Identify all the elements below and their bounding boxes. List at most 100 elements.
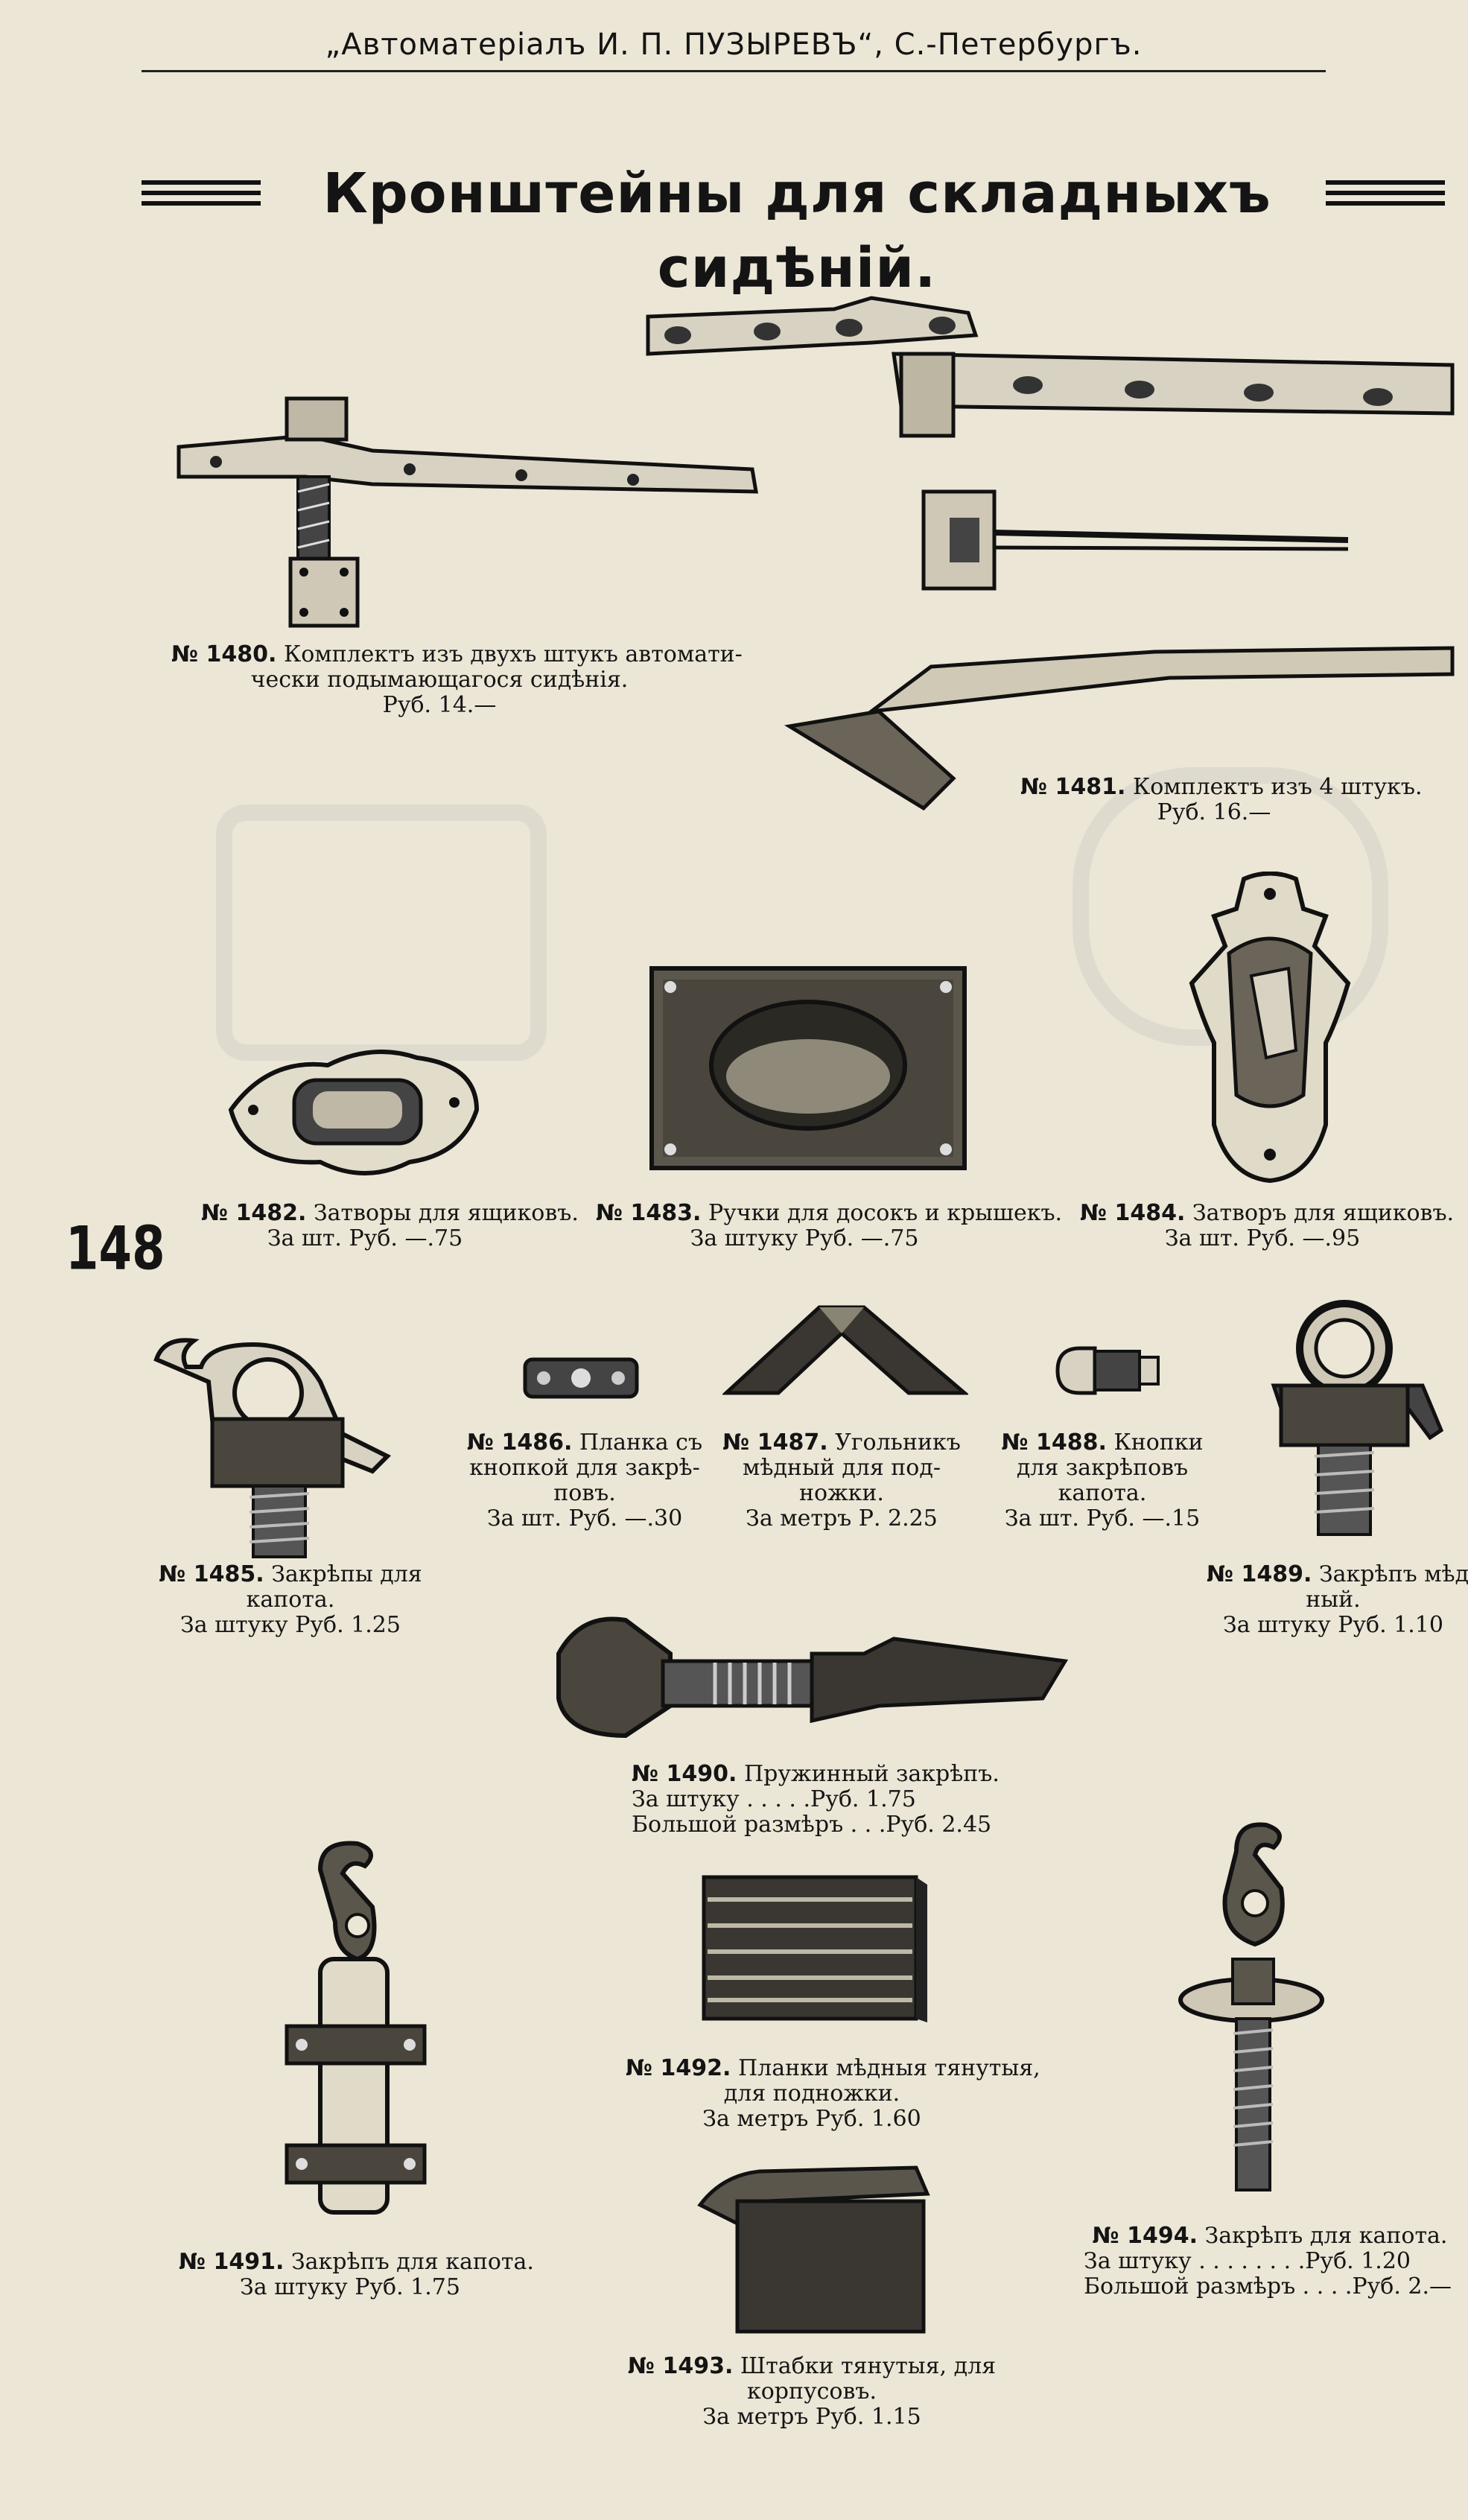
recessed-handle-1483-illustration [648,965,968,1173]
seat-bracket-1480-illustration [171,380,767,633]
item-number: № 1480. [171,641,277,667]
item-number: № 1493. [627,2353,734,2379]
item-description: Комплектъ изъ двухъ штукъ автомати- [283,641,743,667]
hood-fastener-1491-illustration [276,1840,439,2227]
item-number: № 1483. [596,1200,702,1226]
item-description: ножки. [799,1480,884,1506]
item-description: Штабки тянутыя, для [740,2353,997,2379]
item-description: Затворъ для ящиковъ. [1192,1200,1455,1226]
price-label: Большой размѣръ . . . . [1084,2273,1353,2300]
drawn-trim-1493-illustration [693,2164,931,2335]
hood-fastener-1494-illustration [1169,1821,1333,2209]
item-description: Затворы для ящиковъ. [313,1200,579,1226]
price-value: Руб. 1.20 [1305,2248,1411,2274]
item-number: № 1494. [1092,2223,1198,2249]
item-price: За шт. Руб. —.15 [1004,1505,1201,1532]
corner-angle-1487-illustration [722,1300,968,1404]
item-description: Планки мѣдныя тянутыя, [737,2055,1040,2081]
item-number: № 1490. [632,1761,737,1787]
caption-1494: № 1494. Закрѣпъ для капота. За штуку . .… [1084,2224,1456,2300]
item-description: капота. [1058,1480,1147,1506]
price-row-large: Большой размѣръ . . .Руб. 2.45 [632,1812,992,1838]
item-price: За штуку Руб. —.75 [690,1225,919,1251]
item-description: кнопкой для закрѣ- [469,1455,700,1481]
ghost-print [216,804,547,1061]
item-price: За метръ Р. 2.25 [746,1505,938,1532]
caption-1485: № 1485. Закрѣпы для капота. За штуку Руб… [156,1562,425,1638]
item-price: Руб. 16.— [1157,799,1271,825]
item-number: № 1492. [626,2055,731,2081]
item-description: Комплектъ изъ 4 штукъ. [1132,774,1423,800]
caption-1481: № 1481. Комплектъ изъ 4 штукъ. Руб. 16.— [1020,774,1423,825]
price-value: Руб. 2.— [1352,2273,1452,2300]
caption-1484: № 1484. Затворъ для ящиковъ. За шт. Руб.… [1080,1200,1454,1251]
price-row-single: За штуку . . . . .Руб. 1.75 [632,1787,989,1812]
clasp-plate-1486-illustration [521,1356,641,1400]
item-number: № 1486. [466,1429,573,1456]
caption-1488: № 1488. Кнопки для закрѣповъ капота. За … [983,1430,1221,1532]
item-price: За шт. Руб. —.95 [1164,1225,1361,1251]
hood-fastener-1485-illustration [149,1337,395,1561]
price-value: Руб. 2.45 [886,1812,992,1838]
item-number: № 1485. [159,1561,264,1587]
title-rule-right [1326,180,1445,212]
brass-strip-1492-illustration [700,1870,931,2026]
button-stud-1488-illustration [1050,1341,1162,1400]
item-description: повъ. [553,1480,616,1506]
item-description: Закрѣпъ для капота. [1204,2223,1448,2249]
item-price: За метръ Руб. 1.60 [702,2106,921,2132]
item-description: корпусовъ. [746,2378,877,2405]
item-number: № 1491. [179,2249,285,2275]
item-description: Закрѣпъ для капота. [290,2249,534,2275]
item-description: для закрѣповъ [1016,1455,1189,1481]
item-description: Ручки для досокъ и крышекъ. [708,1200,1063,1226]
spring-fastener-1490-illustration [551,1609,1073,1758]
price-row-single: За штуку . . . . . . . .Руб. 1.20 [1084,2249,1456,2274]
caption-1489: № 1489. Закрѣпъ мѣд- ный. За штуку Руб. … [1207,1561,1468,1638]
seat-bracket-1481-illustration [633,294,1460,831]
item-number: № 1488. [1001,1429,1107,1456]
page-title: Кронштейны для складныхъ сидѣній. [322,162,1271,300]
item-description: капота. [246,1587,335,1613]
item-price: За штуку Руб. 1.10 [1223,1612,1443,1638]
item-description: Планка съ [579,1429,703,1456]
item-price: За штуку Руб. 1.75 [240,2274,460,2300]
caption-1490: № 1490. Пружинный закрѣпъ. За штуку . . … [632,1761,1000,1838]
caption-1487: № 1487. Угольникъ мѣдный для под- ножки.… [715,1430,968,1532]
caption-1493: № 1493. Штабки тянутыя, для корпусовъ. З… [626,2354,998,2430]
item-price: Руб. 14.— [382,692,497,718]
item-description: Закрѣпы для [271,1561,422,1587]
item-description: мѣдный для под- [743,1455,941,1481]
brass-fastener-1489-illustration [1259,1296,1445,1542]
item-description: Кнопки [1113,1429,1204,1456]
page-number: 148 [66,1214,165,1284]
item-price: За метръ Руб. 1.15 [702,2404,921,2430]
item-description: чески подымающагося сидѣнія. [250,667,629,693]
item-number: № 1487. [722,1429,828,1456]
item-description: Угольникъ [835,1429,961,1456]
item-number: № 1481. [1020,774,1126,800]
caption-1483: № 1483. Ручки для досокъ и крышекъ. За ш… [596,1200,1062,1251]
item-description: ный. [1306,1587,1361,1613]
item-description: для подножки. [723,2081,900,2107]
price-label: За штуку . . . . . [632,1786,811,1812]
caption-1480: № 1480. Комплектъ изъ двухъ штукъ автома… [171,641,743,718]
page-title-block: Кронштейны для складныхъ сидѣній. [134,149,1460,300]
box-latch-1482-illustration [223,1035,484,1192]
item-number: № 1484. [1080,1200,1186,1226]
title-rule-left [142,180,261,212]
caption-1486: № 1486. Планка съ кнопкой для закрѣ- пов… [462,1430,708,1532]
item-number: № 1482. [201,1200,307,1226]
item-price: За шт. Руб. —.75 [267,1225,463,1251]
item-description: Закрѣпъ мѣд- [1318,1561,1468,1587]
price-label: За штуку . . . . . . . . [1084,2248,1306,2274]
price-label: Большой размѣръ . . . [632,1812,886,1838]
item-description: Пружинный закрѣпъ. [743,1761,1000,1787]
caption-1482: № 1482. Затворы для ящиковъ. За шт. Руб.… [201,1200,579,1251]
item-number: № 1489. [1207,1561,1312,1587]
item-price: За штуку Руб. 1.25 [180,1612,401,1638]
box-latch-1484-illustration [1177,872,1363,1184]
caption-1491: № 1491. Закрѣпъ для капота. За штуку Руб… [179,2249,534,2300]
item-price: За шт. Руб. —.30 [486,1505,683,1532]
